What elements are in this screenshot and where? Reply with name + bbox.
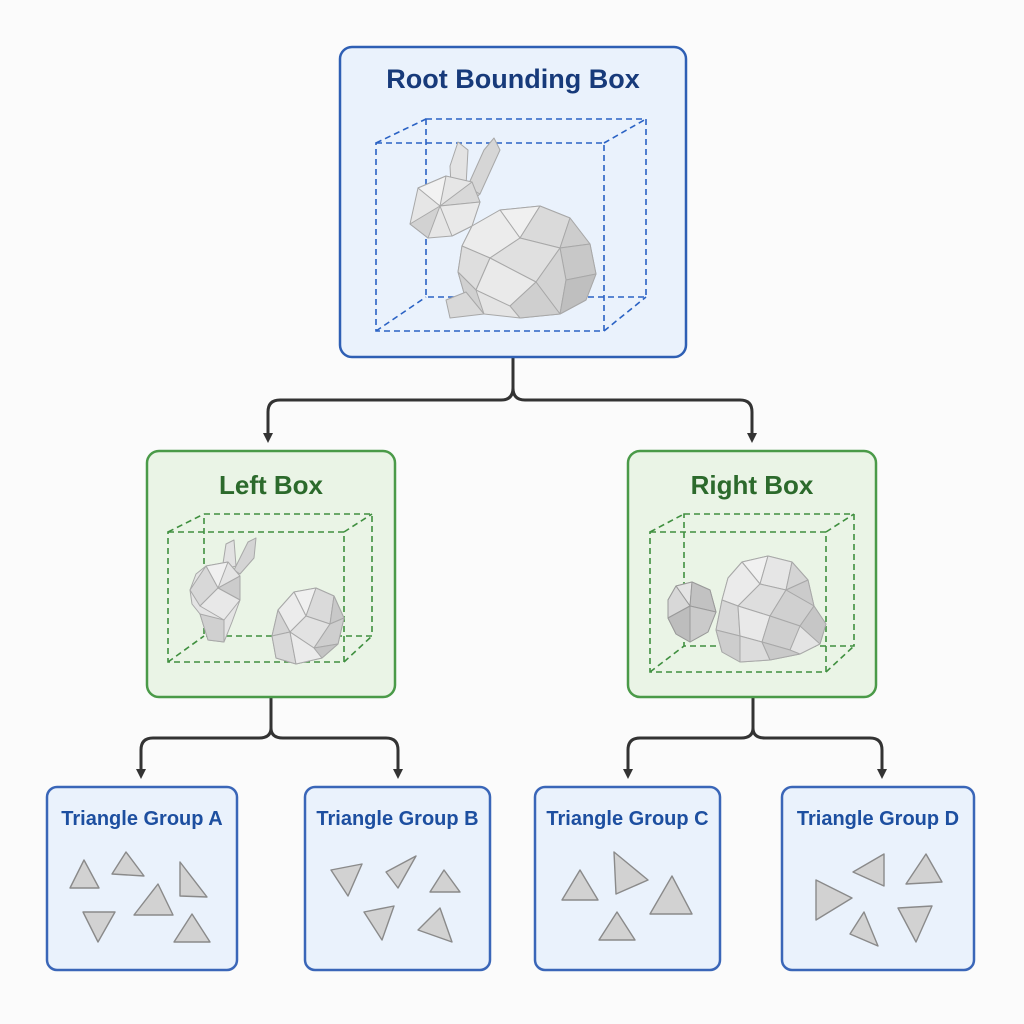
- connector-root-right: [511, 386, 757, 443]
- dashed-bounding-cube: [649, 513, 855, 673]
- right-box-node: [626, 449, 878, 699]
- connector-root-left: [263, 356, 515, 443]
- group-d-title: Triangle Group D: [796, 808, 960, 830]
- triangle-icons: [330, 855, 461, 943]
- group-b-title: Triangle Group B: [316, 808, 479, 830]
- connector-left-a: [136, 696, 273, 779]
- group-c-title: Triangle Group C: [546, 808, 709, 830]
- bunny-head-mesh: [189, 537, 257, 643]
- triangle-icons: [69, 851, 211, 943]
- large-rock-mesh: [715, 555, 827, 663]
- leaf-node-a: [45, 785, 239, 972]
- leaf-node-d: [780, 785, 976, 972]
- left-box-title: Left Box: [219, 470, 323, 500]
- rock-mesh: [271, 587, 345, 665]
- root-node: [338, 45, 688, 359]
- left-box-node: [145, 449, 397, 699]
- triangle-icons: [815, 853, 943, 947]
- right-box-title: Right Box: [690, 470, 814, 500]
- leaf-node-b: [303, 785, 492, 972]
- connector-left-b: [269, 726, 403, 779]
- small-rock-mesh: [667, 581, 717, 643]
- bunny-mesh: [409, 137, 597, 319]
- leaf-node-c: [533, 785, 722, 972]
- group-a-title: Triangle Group A: [61, 808, 223, 830]
- root-title: Root Bounding Box: [386, 64, 640, 94]
- triangle-icons: [561, 851, 693, 941]
- connector-right-d: [751, 726, 887, 779]
- connectors: [136, 356, 887, 779]
- connector-right-c: [623, 696, 755, 779]
